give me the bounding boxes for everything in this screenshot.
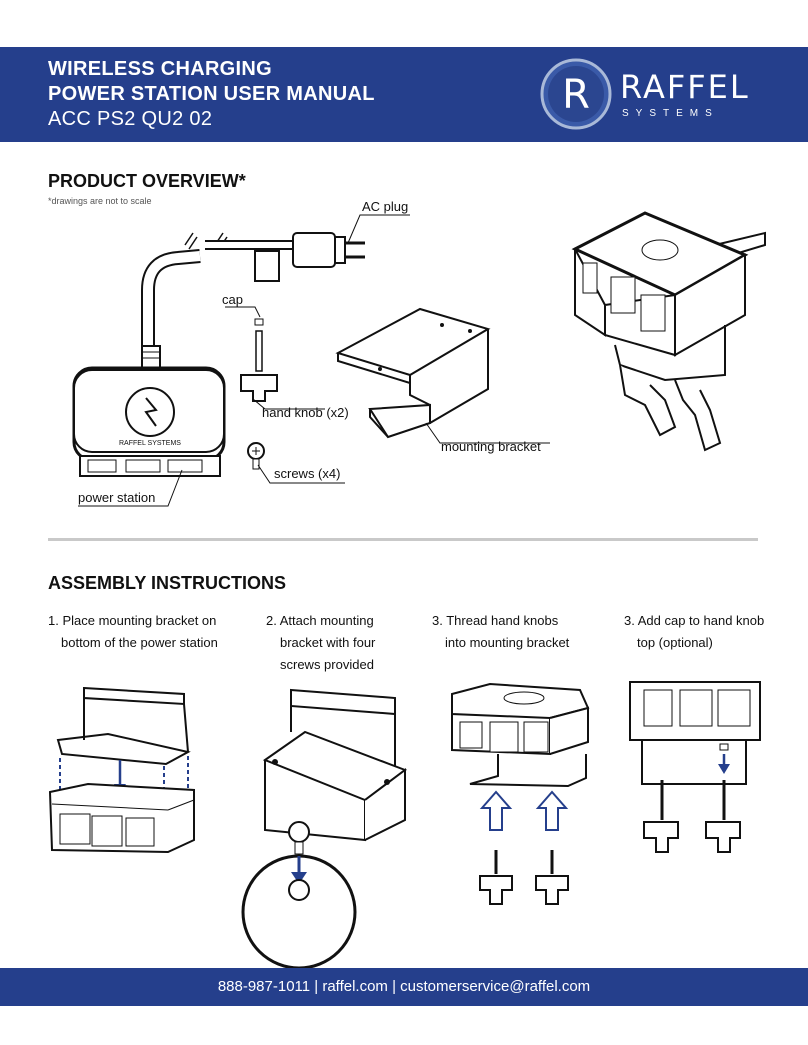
step-4-line1: 3. Add cap to hand knob bbox=[624, 613, 765, 628]
ac-plug-leader bbox=[347, 214, 410, 244]
scale-note: *drawings are not to scale bbox=[48, 196, 152, 206]
assembly-heading: ASSEMBLY INSTRUCTIONS bbox=[48, 573, 287, 593]
brand-logo-emblem: R bbox=[540, 58, 612, 130]
contact-footer: 888-987-1011 | raffel.com | customerserv… bbox=[0, 968, 808, 1006]
screws-label: screws (x4) bbox=[274, 466, 341, 481]
cap-label: cap bbox=[222, 292, 243, 307]
step-3-line1: 3. Thread hand knobs bbox=[432, 613, 559, 628]
step-1-line1: 1. Place mounting bracket on bbox=[48, 613, 217, 628]
step-1-illustration bbox=[48, 686, 195, 854]
header-banner bbox=[0, 47, 808, 142]
step-1-text: 1. Place mounting bracket on bottom of t… bbox=[48, 610, 218, 654]
step-2-line1: 2. Attach mounting bbox=[266, 613, 374, 628]
brand-name: RAFFEL bbox=[620, 68, 750, 106]
step-2-illustration bbox=[241, 688, 408, 970]
power-station-leader bbox=[78, 469, 183, 507]
step-3-illustration bbox=[451, 682, 590, 905]
power-station-drawing: RAFFEL SYSTEMS bbox=[72, 249, 226, 477]
mounting-bracket-label: mounting bracket bbox=[441, 439, 541, 454]
manual-title-line2: POWER STATION USER MANUAL bbox=[48, 83, 375, 105]
installed-station-drawing bbox=[571, 211, 766, 452]
power-station-label: power station bbox=[78, 490, 156, 505]
step-3-line2: into mounting bracket bbox=[445, 635, 570, 650]
step-2-line2: bracket with four bbox=[280, 635, 376, 650]
hand-knob-label: hand knob (x2) bbox=[262, 405, 349, 420]
model-number: ACC PS2 QU2 02 bbox=[48, 108, 213, 130]
section-divider bbox=[48, 538, 758, 541]
overview-heading: PRODUCT OVERVIEW* bbox=[48, 171, 246, 191]
device-logo-text: RAFFEL SYSTEMS bbox=[119, 440, 181, 447]
hand-knob-drawing bbox=[225, 306, 325, 410]
step-1-line2: bottom of the power station bbox=[61, 635, 218, 650]
manual-title-line1: WIRELESS CHARGING bbox=[48, 58, 272, 80]
brand-logo-mark: R bbox=[562, 72, 590, 118]
step-2-text: 2. Attach mounting bracket with four scr… bbox=[266, 610, 375, 676]
ac-plug-label: AC plug bbox=[362, 199, 409, 214]
ac-plug-drawing bbox=[184, 232, 365, 282]
brand-subtitle: SYSTEMS bbox=[622, 108, 719, 119]
step-4-illustration bbox=[629, 681, 761, 853]
step-2-line3: screws provided bbox=[280, 657, 374, 672]
step-4-line2: top (optional) bbox=[637, 635, 713, 650]
screw-drawing bbox=[247, 442, 345, 484]
step-3-text: 3. Thread hand knobs into mounting brack… bbox=[432, 610, 569, 654]
step-4-text: 3. Add cap to hand knob top (optional) bbox=[624, 610, 764, 654]
mounting-bracket-drawing bbox=[335, 307, 550, 444]
